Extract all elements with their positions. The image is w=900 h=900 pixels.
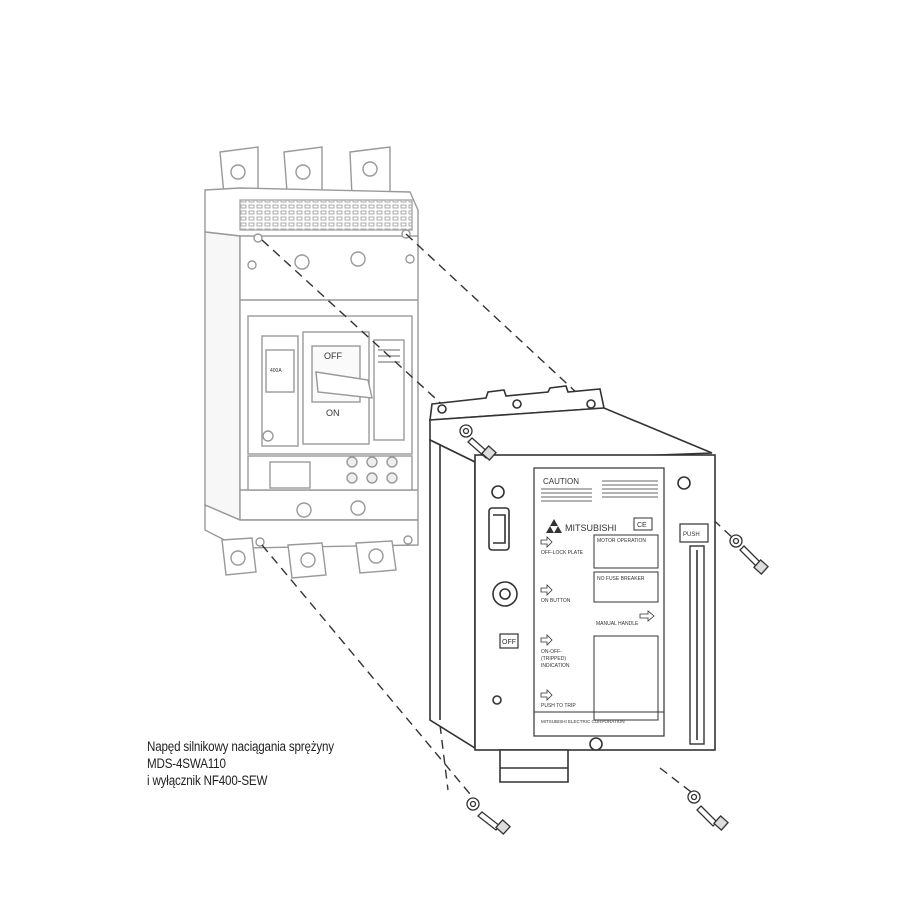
indication-label-3: INDICATION	[541, 663, 570, 669]
on-button-label: ON BUTTON	[541, 598, 571, 604]
bottom-terminals	[221, 537, 397, 579]
on-label: ON	[326, 408, 340, 418]
mounting-screws	[459, 424, 769, 835]
manual-handle-label: MANUAL HANDLE	[596, 621, 639, 627]
caption-line-2: MDS-4SWA110	[147, 756, 226, 771]
ce-label: CE	[637, 522, 647, 529]
indication-label-1: ON-OFF-	[541, 649, 562, 655]
corporation-label: MITSUBISHI ELECTRIC CORPORATION	[541, 719, 625, 724]
rating-label: 400A	[270, 368, 282, 374]
off-label: OFF	[324, 351, 342, 361]
indication-label-2: (TRIPPED)	[541, 656, 566, 662]
caption-line-3: i wyłącznik NF400-SEW	[147, 773, 268, 788]
screw-top-left	[459, 424, 497, 461]
off-lock-plate-label: OFF-LOCK PLATE	[541, 550, 584, 556]
brand-label: MITSUBISHI	[565, 523, 617, 533]
off-indicator	[499, 633, 519, 649]
on-button[interactable]	[492, 581, 518, 607]
push-to-trip-label: PUSH TO TRIP	[541, 703, 576, 709]
off-lock-plate[interactable]	[488, 507, 510, 551]
diagram-caption: Napęd silnikowy naciągania sprężyny MDS-…	[147, 738, 334, 789]
motor-operation-label: MOTOR OPERATION	[597, 538, 646, 544]
caption-line-1: Napęd silnikowy naciągania sprężyny	[147, 739, 334, 754]
screw-bottom-right	[687, 790, 729, 831]
motor-operator: CAUTION MITSUBISHI CE MOTOR OPERATION NO…	[429, 385, 716, 783]
manual-handle-slot[interactable]	[689, 545, 705, 745]
push-label: PUSH	[683, 532, 700, 538]
screw-bottom-left	[466, 797, 511, 835]
circuit-breaker: OFF ON 400A	[204, 146, 419, 579]
caution-label: CAUTION	[543, 477, 579, 486]
screw-right	[729, 534, 769, 575]
off-badge-label: OFF	[502, 639, 516, 646]
mitsubishi-logo-icon	[546, 519, 562, 533]
alignment-lines	[261, 233, 736, 801]
no-fuse-breaker-label: NO FUSE BREAKER	[597, 576, 645, 582]
